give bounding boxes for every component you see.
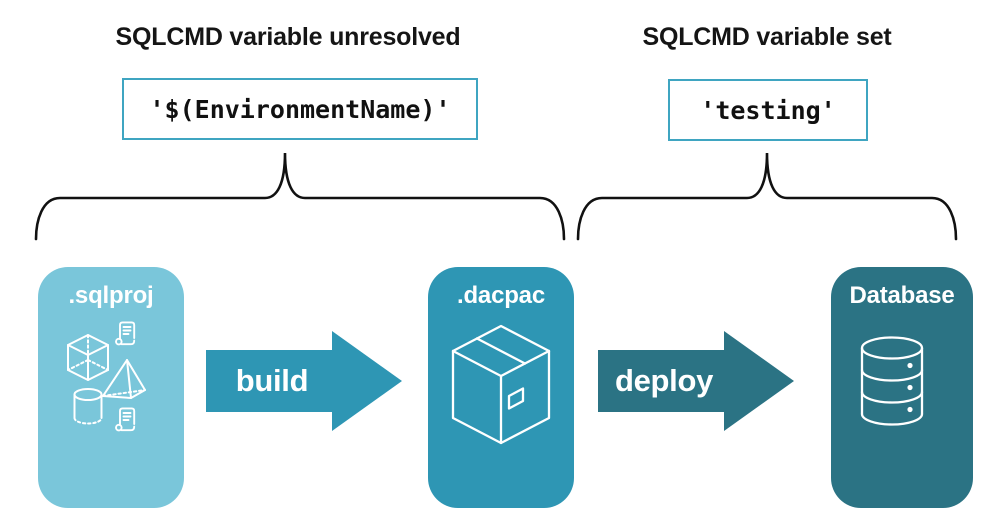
database-cylinder-icon: [860, 336, 924, 426]
left-brace: [34, 152, 566, 241]
database-node: Database: [831, 267, 973, 508]
sqlproj-label: .sqlproj: [68, 282, 154, 309]
right-variable-code-box: 'testing': [668, 79, 868, 141]
pyramid-icon: [102, 359, 146, 399]
cylinder-icon: [73, 388, 103, 425]
build-arrow: [206, 331, 402, 431]
deploy-arrow-label: deploy: [614, 363, 714, 398]
right-brace: [576, 152, 958, 241]
sql-script-scroll-icon: [115, 321, 136, 346]
dacpac-node: .dacpac: [428, 267, 574, 508]
right-variable-code-text: 'testing': [700, 95, 836, 125]
right-variable-heading: SQLCMD variable set: [642, 23, 892, 51]
sqlproj-node: .sqlproj: [38, 267, 184, 508]
database-label: Database: [849, 282, 955, 309]
left-variable-heading: SQLCMD variable unresolved: [115, 23, 461, 51]
left-variable-code-box: '$(EnvironmentName)': [122, 78, 478, 140]
deploy-arrow: [598, 331, 794, 431]
package-box-icon: [451, 324, 551, 445]
cube-icon: [67, 334, 109, 381]
sql-script-scroll-icon: [115, 407, 136, 432]
left-variable-code-text: '$(EnvironmentName)': [149, 94, 451, 124]
dacpac-label: .dacpac: [457, 282, 545, 309]
build-arrow-label: build: [235, 363, 309, 398]
